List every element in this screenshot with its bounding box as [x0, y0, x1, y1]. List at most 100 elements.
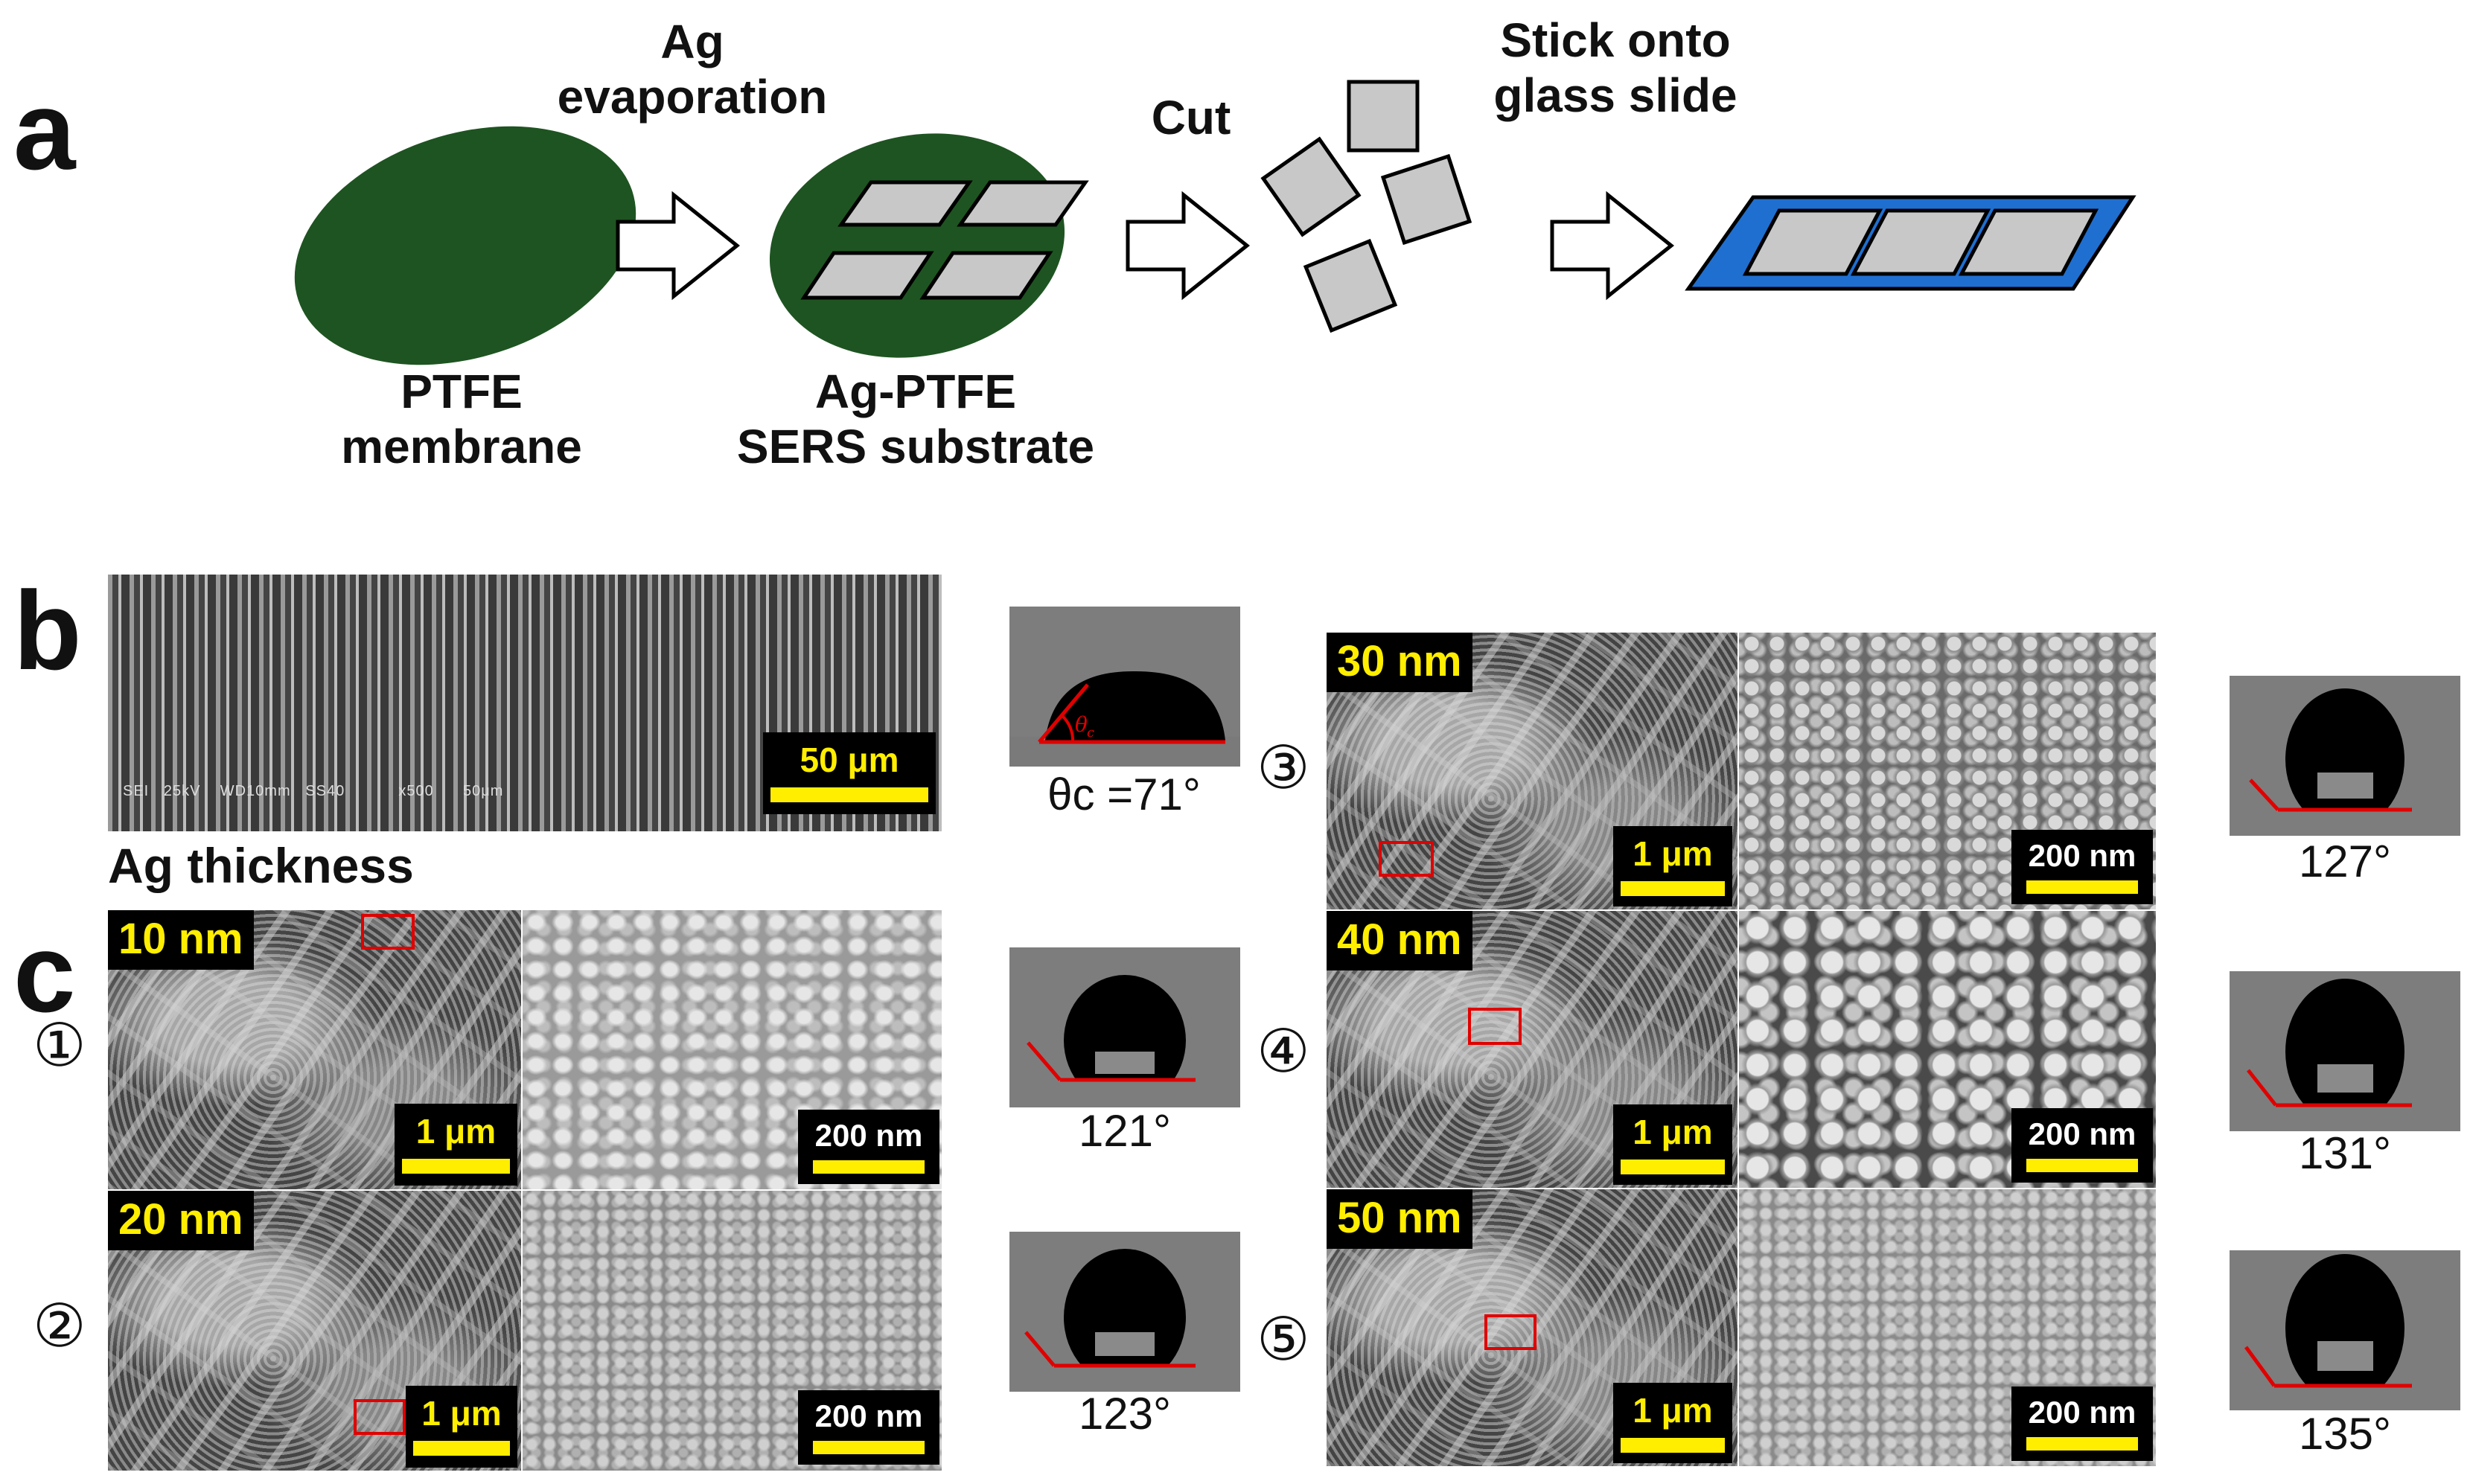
zoom-region-box: [1468, 1008, 1522, 1045]
label-ptfe-line1: PTFE: [401, 365, 523, 418]
label-stick-line2: glass slide: [1493, 68, 1737, 122]
scale-bar-200nm: 200 nm: [2011, 1387, 2153, 1461]
label-ag-ptfe-substrate: Ag-PTFE SERS substrate: [685, 365, 1146, 474]
contact-angle-label-30nm: 127°: [2298, 837, 2392, 886]
scale-bar-label: 200 nm: [814, 1398, 923, 1433]
cut-piece: [1260, 136, 1362, 237]
label-cut: Cut: [1151, 91, 1231, 144]
label-ptfe-membrane: PTFE membrane: [313, 365, 610, 474]
contact-angle-image-bare: θ c: [1009, 607, 1240, 767]
sem-low-mag-30nm: 30 nm 1 μm: [1327, 633, 1737, 909]
label-ag-evaporation-line2: evaporation: [557, 69, 828, 124]
panel-c-letter: c: [13, 910, 76, 1035]
contact-angle-image-20nm: [1009, 1232, 1240, 1392]
scale-bar-line: [1621, 1438, 1725, 1453]
contact-angle-image-50nm: [2230, 1250, 2460, 1410]
sem-info-bar: SEI 25kV WD10mm SS40 x500 50μm: [123, 783, 504, 799]
sem-low-mag-50nm: 50 nm 1 μm: [1327, 1189, 1737, 1466]
scale-bar-label: 1 μm: [1633, 834, 1713, 873]
process-arrow-2: [1126, 191, 1251, 301]
scale-bar-line: [402, 1159, 510, 1174]
scale-bar-label: 1 μm: [421, 1394, 502, 1433]
sample-marker-3: ③: [1257, 733, 1310, 802]
panel-a-schematic: [294, 80, 2136, 365]
label-stick-line1: Stick onto: [1500, 13, 1731, 67]
scale-bar-label: 200 nm: [2028, 1395, 2136, 1430]
scale-bar-line: [1621, 1160, 1725, 1174]
sem-high-mag-10nm: 200 nm: [523, 910, 942, 1189]
scale-bar-200nm: 200 nm: [798, 1110, 939, 1184]
sample-marker-5: ⑤: [1257, 1305, 1310, 1374]
cut-piece: [1347, 80, 1420, 153]
sem-high-mag-50nm: 200 nm: [1739, 1189, 2156, 1466]
scale-bar-line: [413, 1441, 510, 1456]
svg-text:θ: θ: [1075, 712, 1088, 737]
scale-bar-line: [2026, 880, 2138, 894]
scale-bar-line: [2026, 1437, 2138, 1451]
svg-text:c: c: [1087, 725, 1094, 741]
scale-bar-line: [1621, 881, 1725, 896]
label-ptfe-line2: membrane: [341, 419, 582, 473]
panel-a-letter: a: [13, 68, 76, 193]
ptfe-membrane-shape: [294, 126, 636, 365]
zoom-region-box: [354, 1399, 406, 1435]
cut-piece: [1380, 153, 1472, 246]
contact-angle-label-bare: θc =71°: [1047, 770, 1201, 819]
contact-angle-label-50nm: 135°: [2298, 1409, 2392, 1459]
scale-bar-1um: 1 μm: [406, 1386, 517, 1468]
scale-bar-label: 50 μm: [800, 741, 899, 779]
label-agptfe-line2: SERS substrate: [736, 419, 1095, 473]
sem-high-mag-20nm: 200 nm: [523, 1191, 942, 1471]
scale-bar-1um: 1 μm: [1613, 1104, 1732, 1185]
scale-bar-line: [813, 1160, 925, 1174]
label-ag-evaporation: Ag evaporation: [514, 15, 871, 124]
ptfe-sem-image: SEI 25kV WD10mm SS40 x500 50μm 50 μm: [108, 575, 942, 831]
scale-bar-1um: 1 μm: [1613, 826, 1732, 906]
scale-bar-1um: 1 μm: [395, 1104, 517, 1186]
sample-marker-4: ④: [1257, 1017, 1310, 1086]
label-ag-evaporation-line1: Ag: [660, 15, 724, 68]
thickness-label-50nm: 50 nm: [1327, 1189, 1472, 1249]
scale-bar-line: [813, 1441, 925, 1454]
scale-bar-200nm: 200 nm: [2011, 830, 2153, 904]
scale-bar-label: 200 nm: [2028, 1116, 2136, 1151]
ag-patch: [957, 180, 1089, 227]
ag-ptfe-substrate-shape: [769, 133, 1065, 358]
scale-bar-line: [2026, 1159, 2138, 1172]
contact-angle-image-30nm: [2230, 676, 2460, 836]
zoom-region-box: [1484, 1314, 1536, 1350]
cut-piece: [1303, 238, 1398, 333]
sem-low-mag-20nm: 20 nm 1 μm: [108, 1191, 521, 1471]
label-agptfe-line1: Ag-PTFE: [814, 365, 1017, 418]
sem-low-mag-40nm: 40 nm 1 μm: [1327, 911, 1737, 1188]
slide-ag-patch: [1742, 208, 1883, 276]
scale-bar-label: 200 nm: [814, 1118, 923, 1153]
scale-bar-label: 200 nm: [2028, 838, 2136, 873]
scale-bar-line: [770, 787, 928, 802]
thickness-label-20nm: 20 nm: [108, 1191, 254, 1250]
ag-thickness-heading: Ag thickness: [108, 838, 414, 893]
ag-patch: [837, 180, 973, 227]
sem-low-mag-10nm: 10 nm 1 μm: [108, 910, 521, 1189]
scale-bar-label: 1 μm: [415, 1112, 497, 1151]
process-arrow-3: [1550, 191, 1675, 301]
label-stick-onto-glass-slide: Stick onto glass slide: [1429, 13, 1802, 123]
sample-marker-2: ②: [33, 1291, 86, 1360]
sem-high-mag-30nm: 200 nm: [1739, 633, 2156, 909]
scale-bar-label: 1 μm: [1633, 1391, 1713, 1430]
panel-b-letter: b: [13, 568, 82, 693]
contact-angle-label-20nm: 123°: [1078, 1389, 1172, 1439]
sample-marker-1: ①: [33, 1011, 86, 1080]
scale-bar-label: 1 μm: [1633, 1113, 1713, 1151]
scale-bar-50um: 50 μm: [763, 732, 936, 814]
thickness-label-40nm: 40 nm: [1327, 911, 1472, 970]
contact-angle-label-10nm: 121°: [1078, 1106, 1172, 1156]
ag-patch: [919, 251, 1053, 300]
scale-bar-200nm: 200 nm: [798, 1390, 939, 1465]
slide-ag-patch: [1958, 208, 2099, 276]
zoom-region-box: [361, 914, 415, 950]
thickness-label-10nm: 10 nm: [108, 910, 254, 970]
contact-angle-label-40nm: 131°: [2298, 1128, 2392, 1178]
sem-high-mag-40nm: 200 nm: [1739, 911, 2156, 1188]
slide-ag-patch: [1850, 208, 1991, 276]
